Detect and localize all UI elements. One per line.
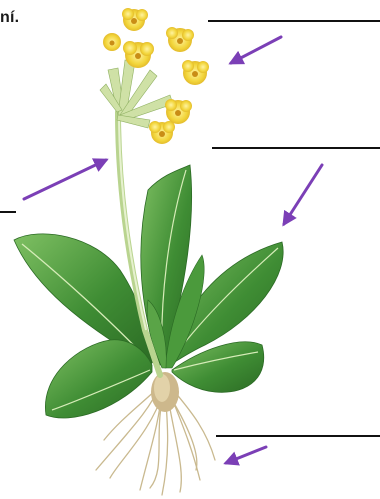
flower-blossom: [149, 121, 175, 144]
arrow-to-root: [226, 447, 266, 463]
flower-blossom: [122, 8, 148, 31]
flower-blossom: [165, 99, 192, 124]
arrow-to-leaf: [284, 165, 322, 224]
root-crown: [151, 372, 179, 412]
flower-blossom: [103, 33, 121, 51]
plant-leaves: [14, 165, 283, 418]
flower-blossom: [182, 60, 209, 85]
arrow-to-stem: [24, 160, 106, 199]
flower-blossom: [166, 27, 194, 52]
arrow-to-flower: [231, 37, 281, 63]
